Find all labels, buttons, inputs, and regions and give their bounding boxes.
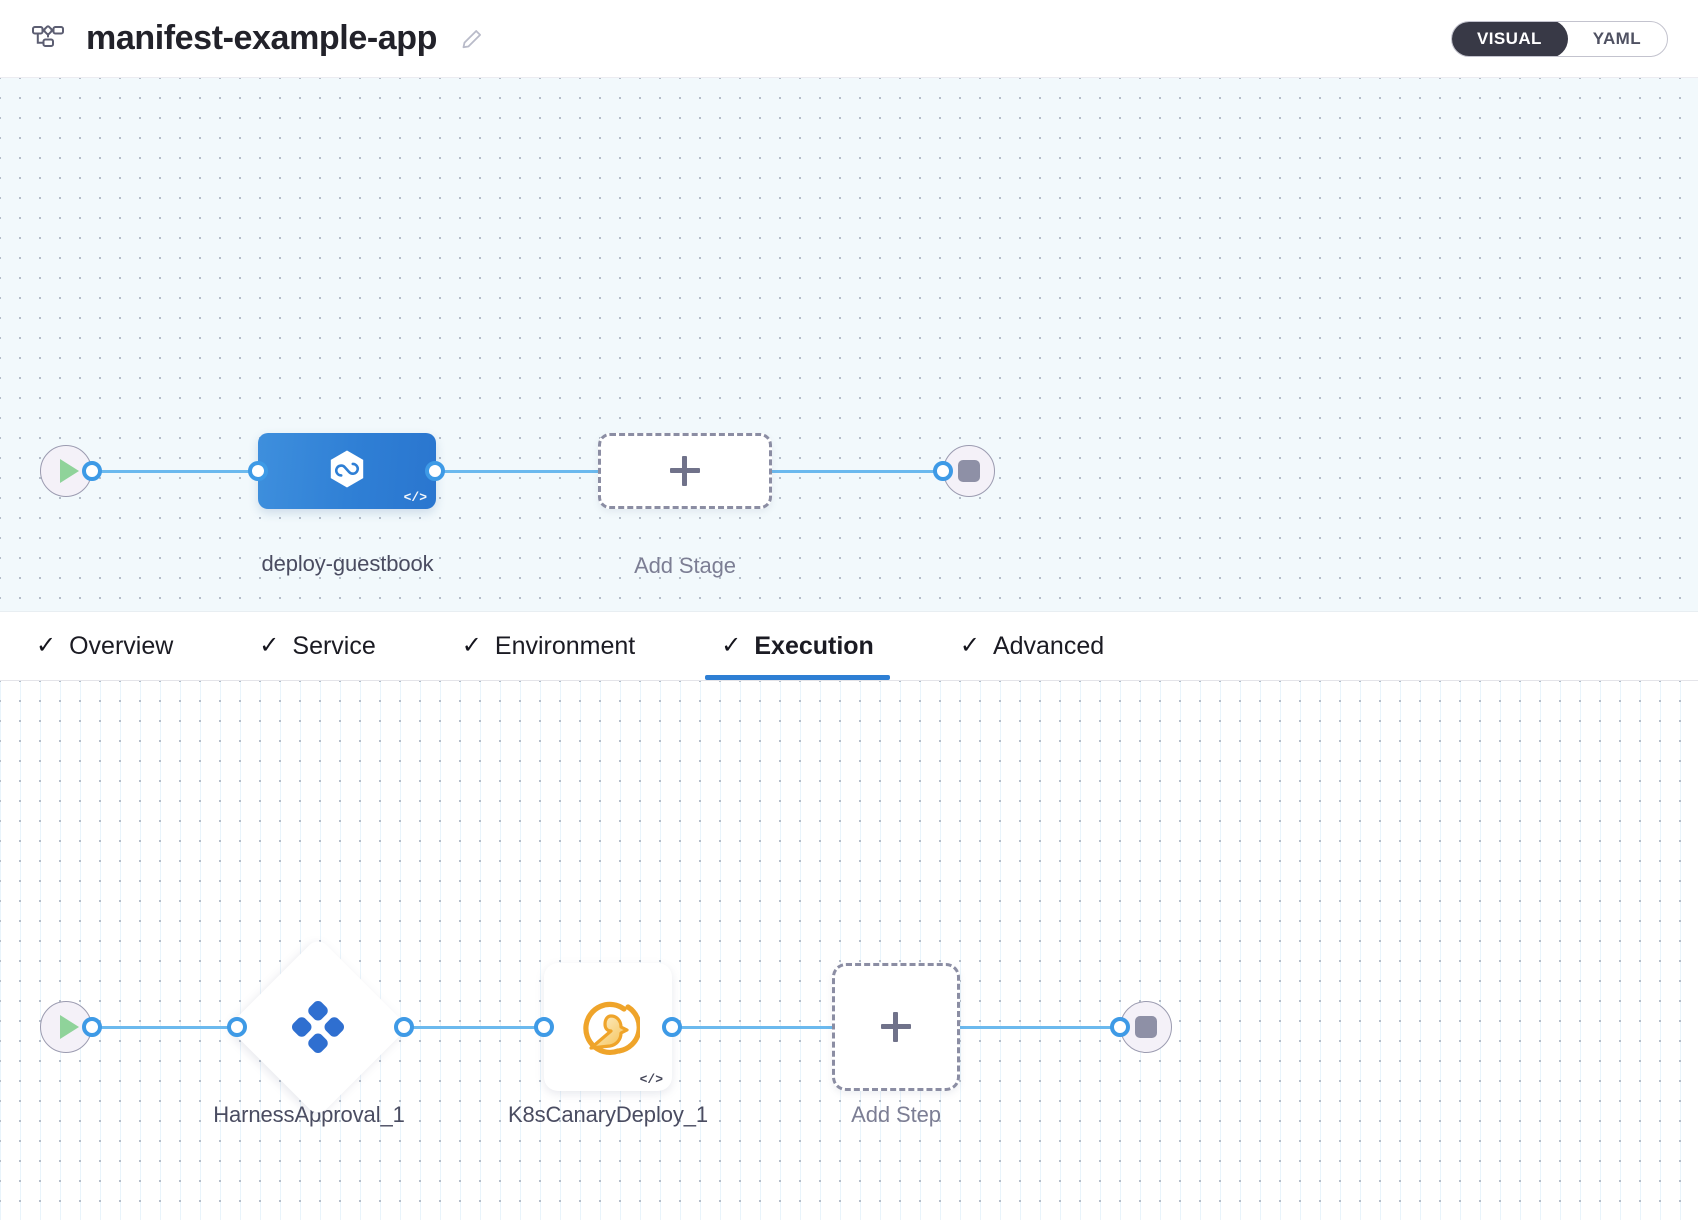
connector-canary-to-addstep — [662, 1026, 837, 1029]
add-step-node[interactable] — [832, 963, 960, 1091]
harness-approval-clover-icon — [290, 999, 346, 1055]
connector-ring-exec-start[interactable] — [82, 1017, 102, 1037]
connector-ring-canary-left[interactable] — [534, 1017, 554, 1037]
tab-execution[interactable]: ✓ Execution — [705, 612, 890, 680]
plus-icon — [670, 456, 700, 486]
play-icon — [59, 459, 79, 483]
check-icon-advanced: ✓ — [959, 632, 980, 659]
tab-environment[interactable]: ✓ Environment — [460, 612, 637, 680]
connector-addstep-to-end — [955, 1026, 1120, 1029]
connector-ring-end[interactable] — [933, 461, 953, 481]
step-node-k8s-canary-deploy-label: K8sCanaryDeploy_1 — [507, 1102, 709, 1127]
connector-stage-to-addstage — [425, 470, 605, 473]
step-node-harness-approval[interactable] — [227, 936, 409, 1118]
stage-node-label: deploy-guestbook — [261, 551, 434, 576]
app-header: manifest-example-app VISUAL YAML — [0, 0, 1698, 78]
stage-tabs: ✓ Overview ✓ Service ✓ Environment ✓ Exe… — [0, 612, 1698, 680]
plus-icon — [881, 1012, 911, 1042]
add-stage-label: Add Stage — [634, 553, 736, 578]
stop-icon — [1135, 1016, 1157, 1038]
add-step-label: Add Step — [851, 1102, 941, 1127]
connector-ring-approval-right[interactable] — [394, 1017, 414, 1037]
header-right-group: VISUAL YAML — [1451, 20, 1668, 57]
harness-cd-hexagon-icon — [323, 447, 371, 495]
tab-environment-label: Environment — [494, 631, 636, 660]
connector-ring-exec-end[interactable] — [1110, 1017, 1130, 1037]
connector-ring-approval-left[interactable] — [227, 1017, 247, 1037]
pipeline-icon — [28, 19, 68, 59]
check-icon-service: ✓ — [259, 632, 280, 659]
connector-ring-stage-left[interactable] — [248, 461, 268, 481]
edit-pencil-icon[interactable] — [459, 26, 485, 52]
stop-icon — [958, 460, 980, 482]
yaml-code-badge-step[interactable]: </> — [639, 1072, 663, 1087]
tab-advanced[interactable]: ✓ Advanced — [958, 612, 1106, 680]
tab-service-label: Service — [292, 631, 376, 660]
header-left-group: manifest-example-app — [28, 19, 485, 59]
tab-service[interactable]: ✓ Service — [257, 612, 377, 680]
tab-execution-label: Execution — [754, 631, 874, 660]
toggle-visual-button[interactable]: VISUAL — [1452, 21, 1568, 56]
check-icon-execution: ✓ — [721, 632, 742, 659]
check-icon-overview: ✓ — [36, 632, 57, 659]
toggle-yaml-button[interactable]: YAML — [1567, 22, 1667, 56]
connector-ring-canary-right[interactable] — [662, 1017, 682, 1037]
connector-ring-stage-right[interactable] — [425, 461, 445, 481]
yaml-code-badge-stage[interactable]: </> — [403, 490, 427, 505]
execution-graph-canvas[interactable]: HarnessApproval_1 </> K8sCanaryDeploy_1 … — [0, 680, 1698, 1220]
connector-start-to-approval — [84, 1026, 244, 1029]
tab-advanced-label: Advanced — [992, 631, 1105, 660]
step-node-k8s-canary-deploy[interactable]: </> — [544, 963, 672, 1091]
connector-approval-to-canary — [394, 1026, 544, 1029]
add-stage-node[interactable] — [598, 433, 772, 509]
connector-start-to-stage — [84, 470, 269, 473]
connector-ring-start[interactable] — [82, 461, 102, 481]
tab-overview-label: Overview — [69, 631, 174, 660]
stage-graph-canvas[interactable]: </> deploy-guestbook Add Stage — [0, 78, 1698, 612]
tab-overview[interactable]: ✓ Overview — [34, 612, 175, 680]
check-icon-environment: ✓ — [461, 632, 482, 659]
canary-bird-icon — [576, 995, 640, 1059]
play-icon — [59, 1015, 79, 1039]
connector-addstage-to-end — [768, 470, 948, 473]
page-title: manifest-example-app — [86, 19, 437, 57]
view-mode-toggle[interactable]: VISUAL YAML — [1451, 20, 1668, 57]
stage-node-deploy-guestbook[interactable]: </> — [258, 433, 436, 509]
step-node-harness-approval-inner — [254, 963, 382, 1091]
